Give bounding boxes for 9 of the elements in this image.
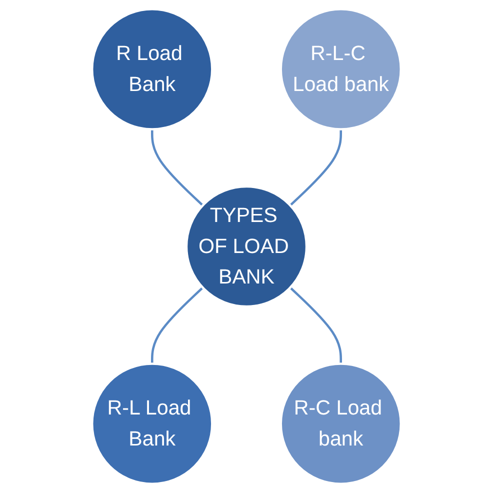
node-circle: R-C Load bank	[280, 362, 402, 485]
node-circle: R Load Bank	[90, 8, 214, 130]
node-circle: R-L Load Bank	[90, 362, 214, 485]
connector	[289, 286, 342, 364]
connector	[150, 286, 204, 364]
node-circle: TYPES OF LOAD BANK	[185, 185, 308, 308]
connector	[150, 129, 204, 206]
node-circle: R-L-C Load bank	[280, 8, 402, 130]
connector	[289, 129, 342, 206]
